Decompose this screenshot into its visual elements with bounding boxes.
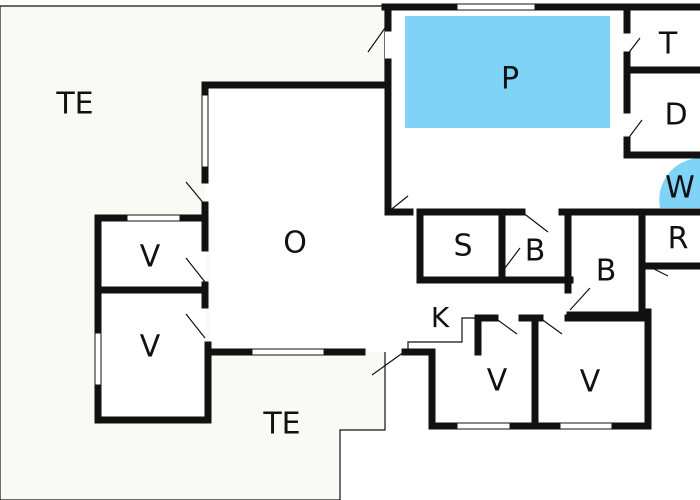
window xyxy=(456,3,536,11)
living-room-floor xyxy=(205,85,420,352)
door xyxy=(501,247,521,273)
room-label-bedroom-2: V xyxy=(140,330,161,365)
window xyxy=(251,348,325,356)
room-label-sauna: S xyxy=(453,229,472,264)
room-label-terrace-bottom: TE xyxy=(262,407,300,442)
door xyxy=(185,313,206,339)
terrace-area-top-interior xyxy=(385,6,700,500)
room-label-pool: P xyxy=(501,62,519,97)
door xyxy=(367,27,386,53)
window xyxy=(94,332,102,386)
door xyxy=(371,351,405,376)
room-label-r: R xyxy=(668,222,689,257)
bedroom-left-floor xyxy=(100,218,206,418)
door xyxy=(647,265,669,277)
pool xyxy=(405,16,610,128)
door xyxy=(626,119,643,141)
door xyxy=(626,37,641,56)
door xyxy=(494,317,518,335)
door xyxy=(387,195,409,213)
window xyxy=(559,422,613,430)
room-label-terrace-top: TE xyxy=(55,87,93,122)
window xyxy=(456,422,511,430)
window xyxy=(126,214,181,222)
bedroom-bottom-floor xyxy=(432,318,647,426)
room-label-whirlpool: W xyxy=(665,171,695,206)
room-label-bedroom-1: V xyxy=(140,240,161,275)
room-label-bath-1: B xyxy=(525,234,546,269)
room-label-bath-2: B xyxy=(596,254,617,289)
room-label-bedroom-3: V xyxy=(487,364,508,399)
whirlpool-tub xyxy=(659,158,700,208)
kitchen-counter xyxy=(407,317,478,352)
room-label-bedroom-4: V xyxy=(580,365,601,400)
room-label-kitchen: K xyxy=(431,301,450,334)
room-label-shower: D xyxy=(664,98,687,133)
room-label-toilet: T xyxy=(658,27,678,62)
window xyxy=(201,94,209,171)
door xyxy=(521,211,549,233)
door xyxy=(185,181,206,206)
door xyxy=(185,257,206,283)
room-label-living: O xyxy=(283,226,307,261)
door xyxy=(569,287,591,311)
door xyxy=(539,317,563,335)
